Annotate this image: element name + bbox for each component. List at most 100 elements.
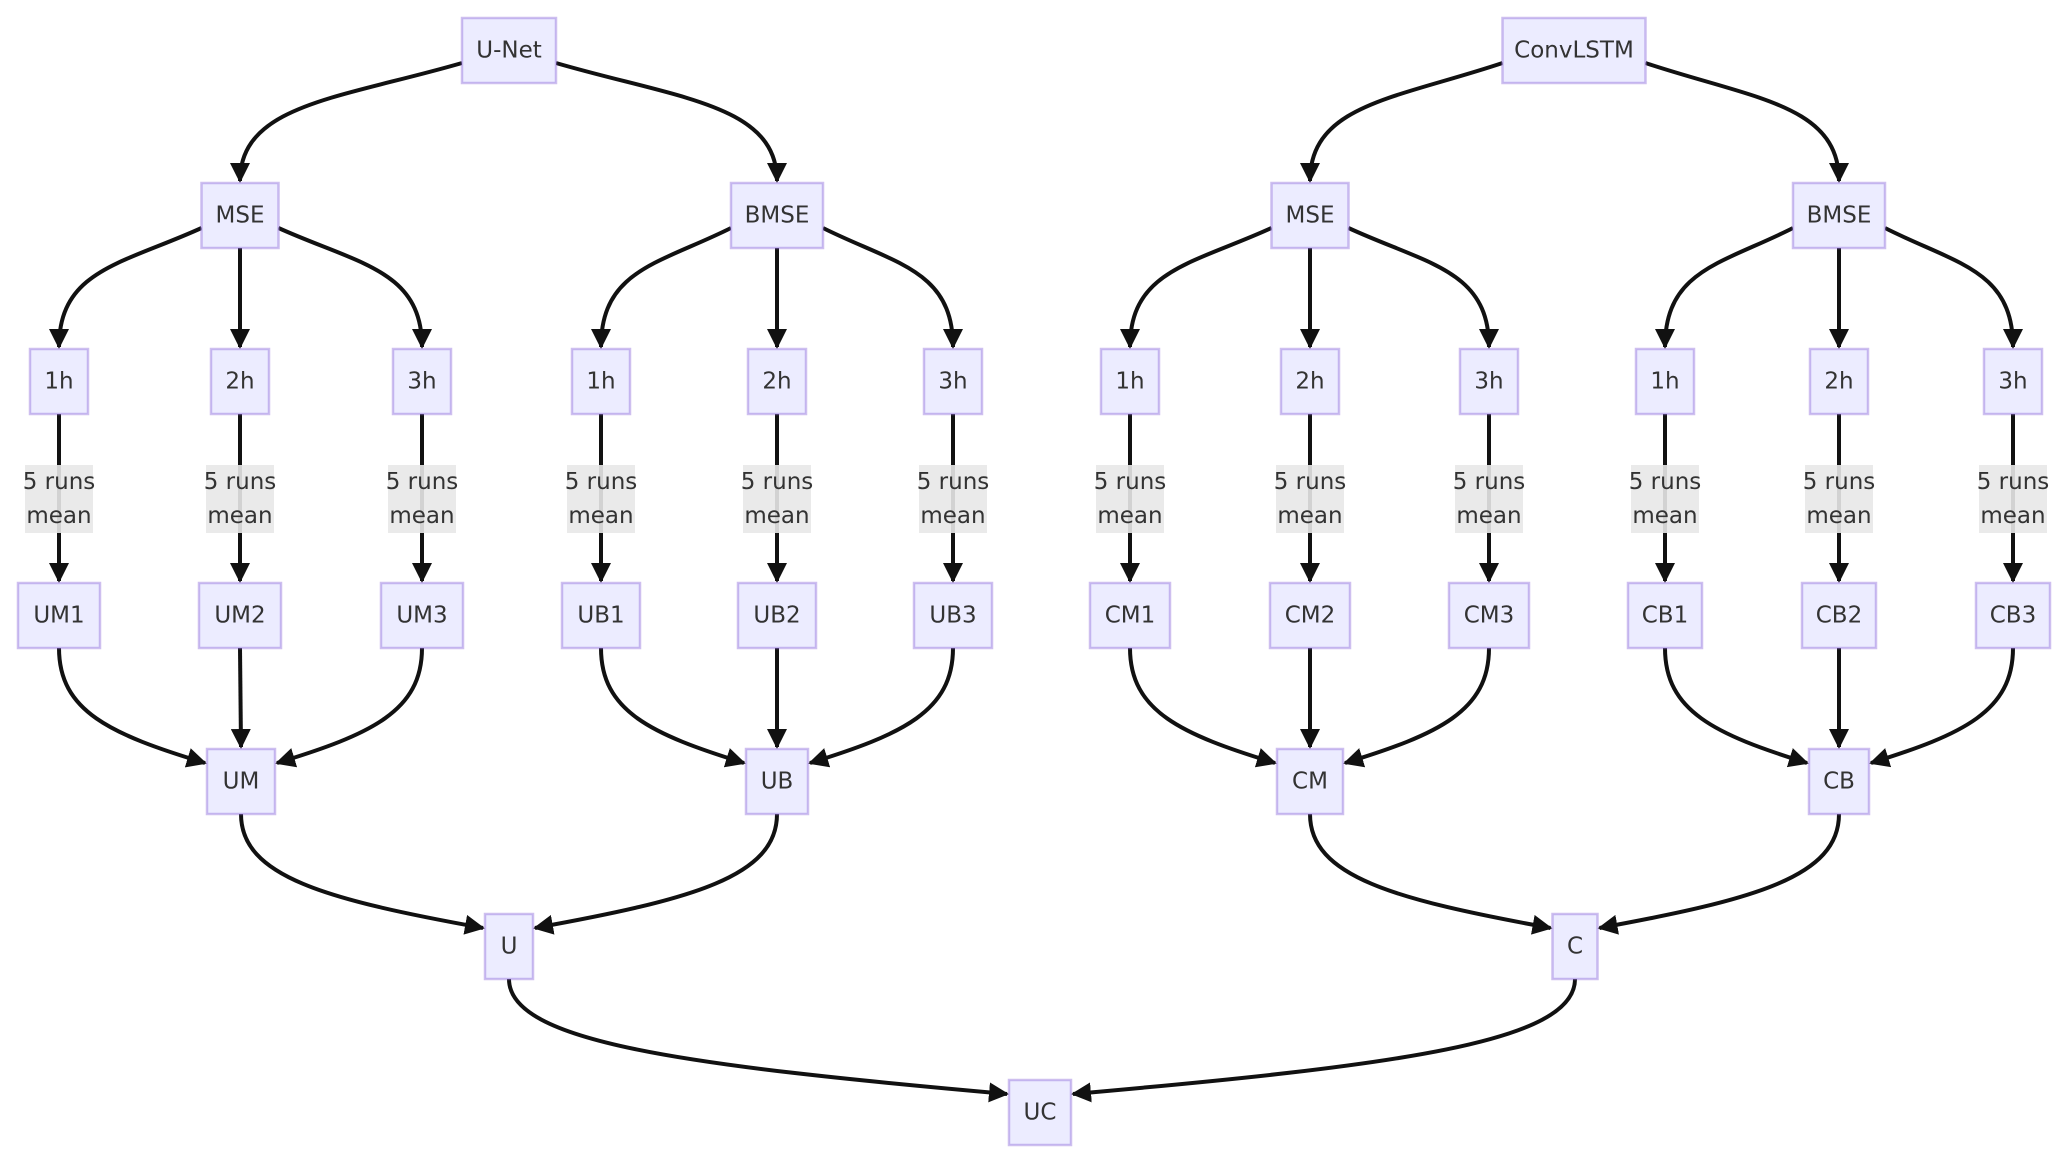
node-label: 1h <box>1115 369 1144 395</box>
node-label: CM1 <box>1105 603 1156 629</box>
node-box <box>744 747 810 816</box>
node-um-3h[interactable]: 3h <box>391 347 453 416</box>
edge-convlstm-to-c_mse <box>1300 61 1504 183</box>
node-box <box>1982 347 2044 416</box>
node-cm[interactable]: CM <box>1275 747 1345 816</box>
edge-label-runs: 5 runs <box>1453 469 1526 495</box>
node-c[interactable]: C <box>1551 912 1599 981</box>
node-convlstm[interactable]: ConvLSTM <box>1501 16 1647 85</box>
node-cb1[interactable]: CB1 <box>1626 581 1704 650</box>
node-ub-2h[interactable]: 2h <box>746 347 808 416</box>
node-cm-2h[interactable]: 2h <box>1279 347 1341 416</box>
edge-label-runs: 5 runs <box>386 469 459 495</box>
node-cb3[interactable]: CB3 <box>1974 581 2052 650</box>
node-label: U <box>501 934 518 960</box>
node-label: C <box>1567 934 1583 960</box>
edge-convlstm-to-c_bmse <box>1644 61 1849 183</box>
node-ub[interactable]: UB <box>744 747 810 816</box>
node-ub-1h[interactable]: 1h <box>570 347 632 416</box>
edge-label-mean: mean <box>920 503 985 529</box>
edge-label-runs: 5 runs <box>23 469 96 495</box>
edge-label-mean: mean <box>207 503 272 529</box>
edge-UB1-to-UB <box>599 647 746 768</box>
node-box <box>16 581 102 650</box>
node-box <box>379 581 465 650</box>
edge-label-mean: mean <box>1980 503 2045 529</box>
edge-label-background <box>388 465 456 533</box>
node-box <box>460 16 558 85</box>
node-label: 2h <box>762 369 791 395</box>
edge-label-runs: 5 runs <box>917 469 990 495</box>
node-uc[interactable]: UC <box>1007 1078 1073 1147</box>
node-c-mse[interactable]: MSE <box>1270 181 1350 250</box>
node-ub1[interactable]: UB1 <box>560 581 642 650</box>
edge-C-to-UC <box>1071 978 1577 1103</box>
edge-label-mean: mean <box>1806 503 1871 529</box>
node-cb-3h[interactable]: 3h <box>1982 347 2044 416</box>
node-label: U-Net <box>476 38 542 64</box>
edge-label-background <box>25 465 93 533</box>
node-unet[interactable]: U-Net <box>460 16 558 85</box>
node-cb2[interactable]: CB2 <box>1800 581 1878 650</box>
node-cb-2h[interactable]: 2h <box>1808 347 1870 416</box>
edge-UB3-to-UB <box>808 647 955 768</box>
node-label: UM3 <box>396 603 447 629</box>
node-cm3[interactable]: CM3 <box>1447 581 1531 650</box>
edge-label-runs: 5 runs <box>565 469 638 495</box>
node-box <box>1634 347 1696 416</box>
edge-label-background <box>919 465 987 533</box>
node-box <box>391 347 453 416</box>
node-c-bmse[interactable]: BMSE <box>1791 181 1887 250</box>
edge-label-background <box>1805 465 1873 533</box>
edge-u_mse-to-um_1h <box>49 226 203 349</box>
node-u-mse[interactable]: MSE <box>200 181 280 250</box>
edge-label-runs: 5 runs <box>1094 469 1167 495</box>
node-cm-3h[interactable]: 3h <box>1458 347 1520 416</box>
node-box <box>729 181 825 250</box>
node-label: UM <box>223 769 260 795</box>
edge-UM-to-U <box>239 813 485 935</box>
edge-label: 5 runs mean <box>1453 465 1526 533</box>
node-um-2h[interactable]: 2h <box>209 347 271 416</box>
node-box <box>1007 1078 1073 1147</box>
edge-UM3-to-UM <box>275 647 424 768</box>
node-cm2[interactable]: CM2 <box>1268 581 1352 650</box>
edge-label-mean: mean <box>1456 503 1521 529</box>
node-um1[interactable]: UM1 <box>16 581 102 650</box>
node-um2[interactable]: UM2 <box>197 581 283 650</box>
edge-c_bmse-to-cb_1h <box>1655 226 1794 349</box>
node-cm1[interactable]: CM1 <box>1088 581 1172 650</box>
node-box <box>560 581 642 650</box>
node-cb-1h[interactable]: 1h <box>1634 347 1696 416</box>
node-cm-1h[interactable]: 1h <box>1099 347 1161 416</box>
node-label: UC <box>1024 1100 1057 1126</box>
node-ub2[interactable]: UB2 <box>736 581 818 650</box>
node-ub-3h[interactable]: 3h <box>922 347 984 416</box>
node-box <box>200 181 280 250</box>
edge-u_mse-to-um_3h <box>277 226 432 349</box>
node-um3[interactable]: UM3 <box>379 581 465 650</box>
node-label: 2h <box>225 369 254 395</box>
node-um[interactable]: UM <box>205 747 277 816</box>
node-label: CM <box>1292 769 1328 795</box>
node-u-bmse[interactable]: BMSE <box>729 181 825 250</box>
edge-label-background <box>567 465 635 533</box>
node-ub3[interactable]: UB3 <box>912 581 994 650</box>
node-u[interactable]: U <box>483 912 535 981</box>
node-label: 2h <box>1824 369 1853 395</box>
edge-label-runs: 5 runs <box>204 469 277 495</box>
edge-label-background <box>1631 465 1699 533</box>
node-label: MSE <box>1286 203 1335 229</box>
node-um-1h[interactable]: 1h <box>28 347 90 416</box>
edge-U-to-UC <box>507 978 1009 1103</box>
node-cb[interactable]: CB <box>1807 747 1871 816</box>
node-box <box>570 347 632 416</box>
edge-label-background <box>743 465 811 533</box>
edge-label-runs: 5 runs <box>1977 469 2050 495</box>
node-box <box>1791 181 1887 250</box>
node-box <box>1501 16 1647 85</box>
